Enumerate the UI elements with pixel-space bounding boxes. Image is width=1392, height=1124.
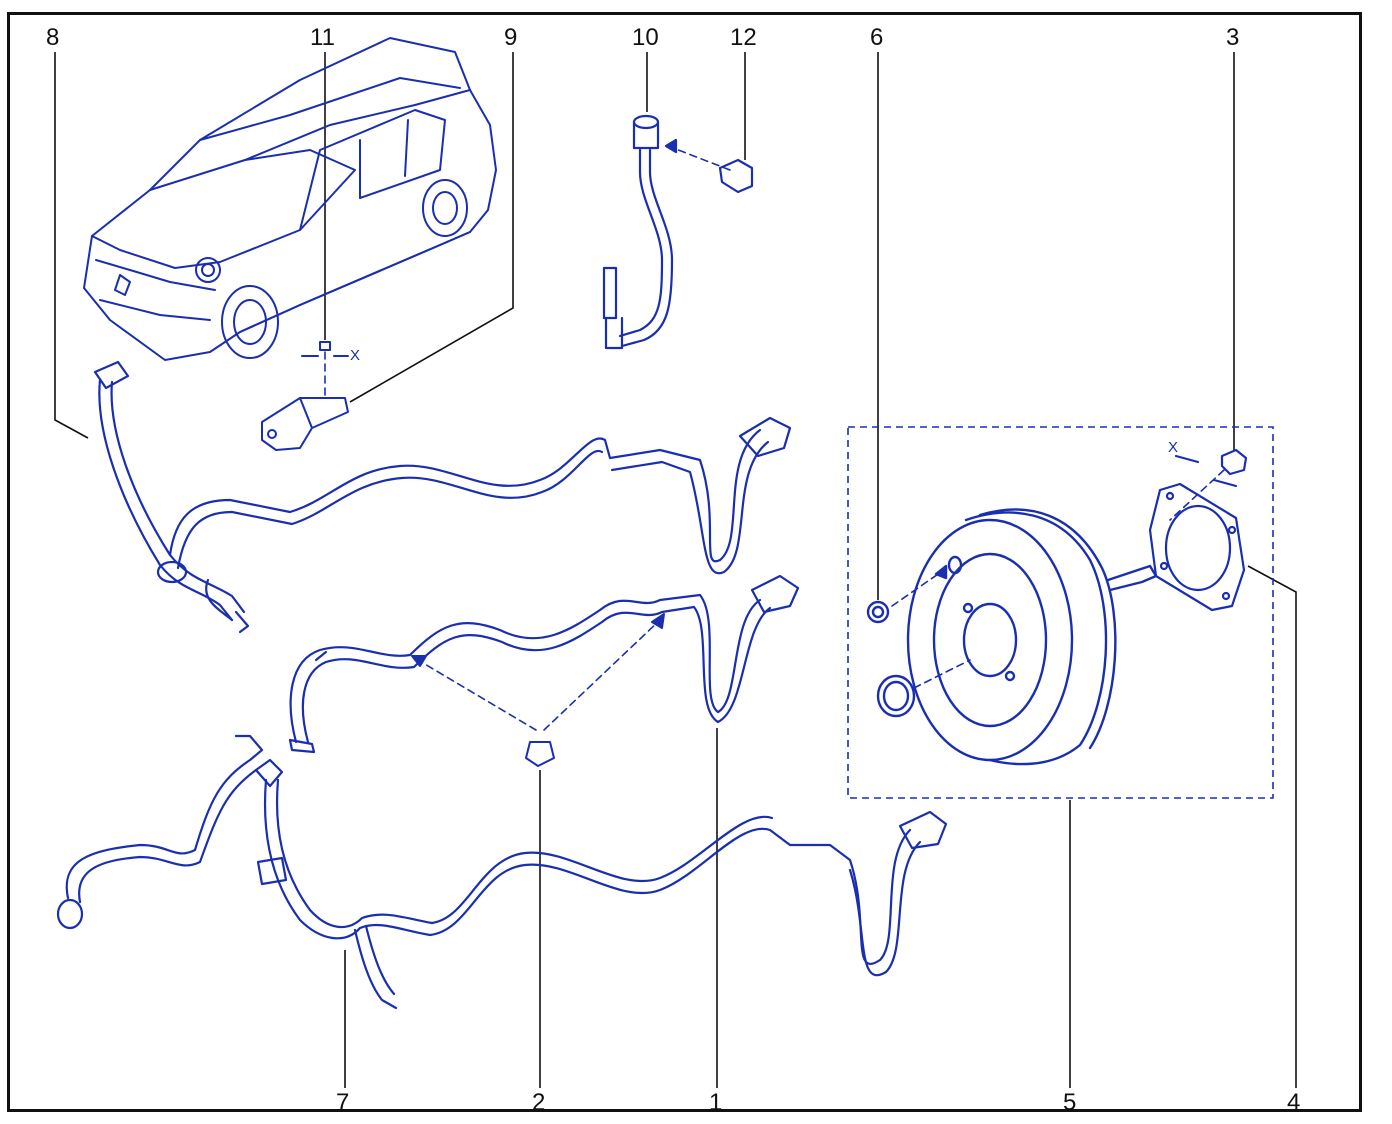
clip-2: [411, 613, 665, 767]
callout-4: 4: [1287, 1089, 1300, 1116]
brake-booster: [866, 508, 1158, 766]
callout-7: 7: [336, 1089, 349, 1116]
vehicle-illustration: [83, 37, 497, 361]
leader-4: [1247, 565, 1297, 1088]
pump-hose-assembly: [602, 114, 754, 350]
callout-2: 2: [532, 1089, 545, 1116]
torque-mark-bolt: X: [350, 347, 360, 364]
hose-8: [93, 360, 792, 634]
callout-5: 5: [1063, 1089, 1076, 1116]
bracket-assembly: X: [261, 341, 360, 451]
callout-6: 6: [870, 24, 883, 51]
callout-12: 12: [730, 24, 757, 51]
callout-3: 3: [1226, 24, 1239, 51]
booster-assembly-box: [847, 426, 1274, 799]
callout-11: 11: [310, 24, 335, 51]
leader-9: [349, 52, 514, 403]
hose-7: [56, 734, 948, 1010]
leader-8: [54, 52, 89, 439]
callout-8: 8: [46, 24, 59, 51]
callout-10: 10: [632, 24, 659, 51]
torque-mark-nut: X: [1168, 439, 1178, 456]
diagram-frame: [7, 12, 1362, 1112]
callout-9: 9: [504, 24, 517, 51]
gasket-and-nut: X: [1148, 439, 1248, 612]
hose-1: [288, 574, 800, 754]
callout-1: 1: [709, 1089, 722, 1116]
